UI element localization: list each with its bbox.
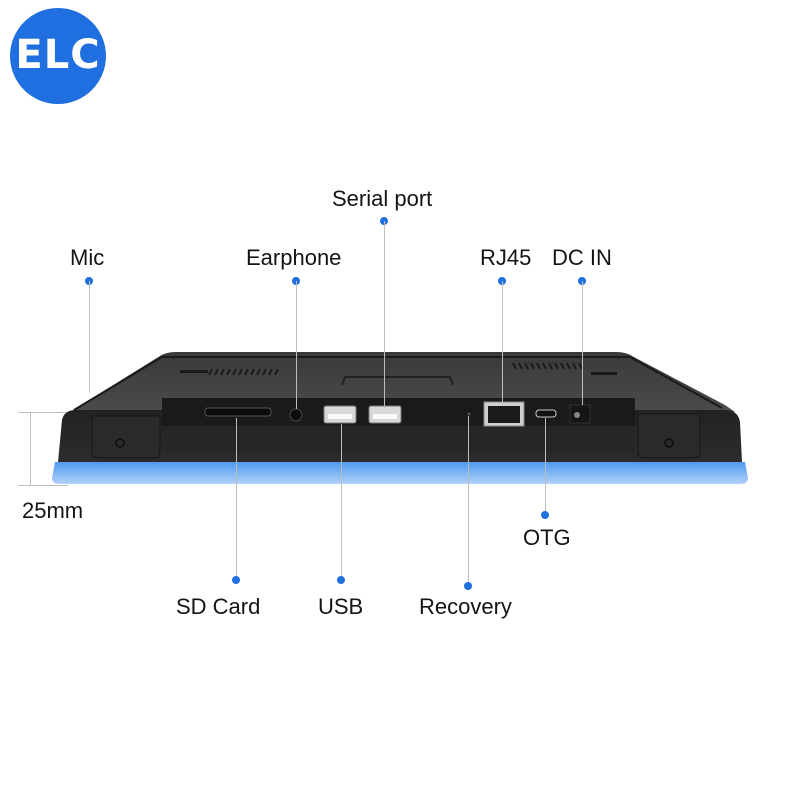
elc-logo: ELC [10,8,106,104]
callout-otg-label: OTG [523,525,571,550]
dc-in-port [569,404,591,424]
callout-earphone-label: Earphone [246,245,342,270]
callout-usb-label: USB [318,594,364,619]
callout-recovery-label: Recovery [419,594,512,619]
dimension-vertical-line [30,412,31,485]
thickness-label: 25mm [22,498,84,523]
callout-sdcard-dot [232,576,240,584]
callout-usb-line [341,424,342,576]
left-foot [91,415,161,459]
callout-rj45-line [502,281,503,402]
callout-mic-label: Mic [70,245,105,270]
led-glow-strip [52,462,748,484]
callout-serial-label: Serial port [332,186,433,211]
logo-text: ELC [15,32,101,78]
callout-earphone-line [296,281,297,409]
earphone-jack [289,408,303,422]
callout-dcin-label: DC IN [552,245,612,270]
callout-sdcard-line [236,418,237,576]
otg-port [535,409,557,418]
callout-sdcard-label: SD Card [176,594,261,619]
callout-otg-dot [541,511,549,519]
callout-recovery-dot [464,582,472,590]
callout-usb-dot [337,576,345,584]
right-foot [637,413,701,459]
callout-mic-line [89,281,90,393]
recovery-pinhole [467,412,471,416]
callout-serial-line [384,221,385,406]
sd-card-slot [204,407,272,417]
callout-recovery-line [468,416,469,582]
dimension-top-line [18,412,66,413]
callout-rj45-label: RJ45 [480,245,532,270]
callout-dcin-line [582,281,583,405]
callout-otg-line [545,418,546,511]
dimension-bottom-line [18,485,68,486]
